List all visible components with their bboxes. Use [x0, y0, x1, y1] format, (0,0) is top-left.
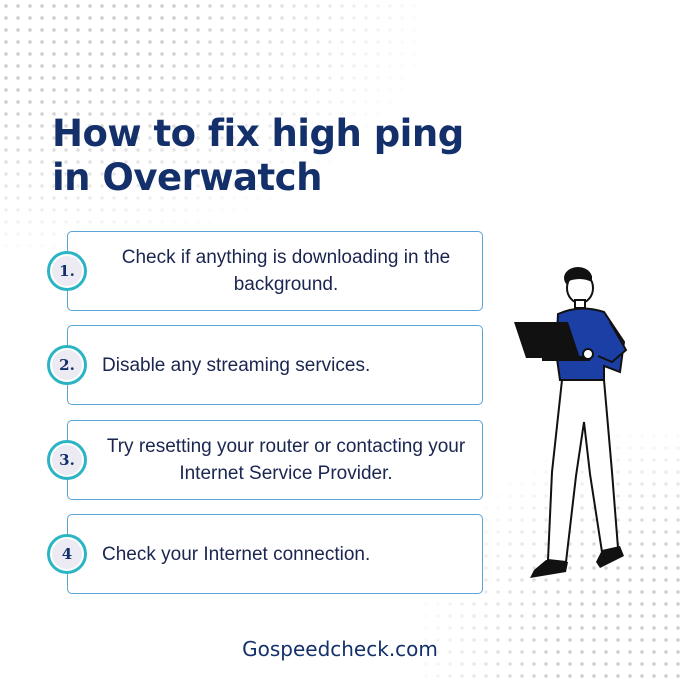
- step-number-badge: 2.: [47, 345, 87, 385]
- title-line-2: in Overwatch: [52, 156, 322, 199]
- step-number-badge: 4: [47, 534, 87, 574]
- dot-pattern-top-left: [0, 0, 420, 250]
- page-title: How to fix high ping in Overwatch: [52, 112, 464, 200]
- step-number: 4: [52, 539, 82, 569]
- footer-website: Gospeedcheck.com: [242, 637, 438, 661]
- step-number-badge: 1.: [47, 251, 87, 291]
- step-card-2: Disable any streaming services.: [67, 325, 483, 405]
- step-number: 3.: [52, 445, 82, 475]
- step-number: 2.: [52, 350, 82, 380]
- step-card-1: Check if anything is downloading in the …: [67, 231, 483, 311]
- title-line-1: How to fix high ping: [52, 112, 464, 155]
- step-text: Check if anything is downloading in the …: [121, 247, 451, 295]
- step-card-4: Check your Internet connection.: [67, 514, 483, 594]
- step-text: Disable any streaming services.: [102, 354, 371, 376]
- step-text: Check your Internet connection.: [102, 543, 371, 565]
- step-card-3: Try resetting your router or contacting …: [67, 420, 483, 500]
- step-number-badge: 3.: [47, 440, 87, 480]
- step-text: Try resetting your router or contacting …: [106, 436, 466, 484]
- person-with-laptop-illustration: [514, 267, 628, 578]
- step-number: 1.: [52, 256, 82, 286]
